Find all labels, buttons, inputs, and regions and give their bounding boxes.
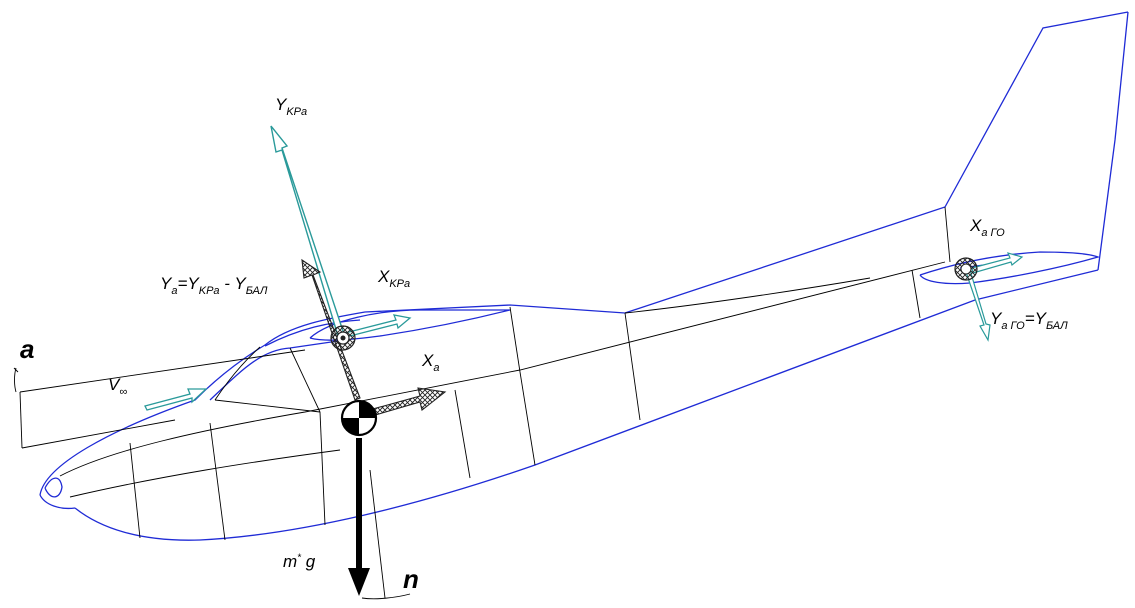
fin-trailing-edge [1097, 11, 1129, 271]
label-alpha: a [20, 334, 35, 364]
n-arc [361, 593, 411, 600]
label-y-kpa: YKPa [275, 95, 308, 118]
canopy-outline [209, 339, 346, 401]
center-of-gravity-symbol [340, 399, 378, 437]
v-inf-arrow [144, 388, 208, 411]
wing-ac-symbol [330, 325, 356, 351]
label-y-a-equation: Ya=YKPa - YБАЛ [160, 274, 268, 297]
label-x-a: Xa [422, 351, 440, 374]
label-x-a-go: Xa ГО [970, 216, 1005, 239]
stabilizer-airfoil [919, 251, 1101, 285]
y-kpa-arrow [270, 125, 345, 337]
fuselage-top-outline [39, 11, 1129, 496]
label-n: n [403, 564, 419, 594]
nose-outline [39, 494, 76, 510]
weight-arrow [348, 438, 370, 596]
flow-reference-line [19, 349, 306, 393]
nose-cap [44, 477, 63, 498]
y-a-hatched-arrow [301, 258, 361, 401]
alpha-arc [14, 367, 17, 393]
label-mg: m* g [283, 552, 316, 571]
label-x-kpa: XKPa [378, 267, 411, 290]
tail-force-arrows [954, 252, 1024, 342]
fuselage-structure [59, 206, 951, 541]
glider-outline [39, 11, 1129, 541]
label-y-a-go-equation: Ya ГО=YБАЛ [990, 309, 1068, 332]
fuselage-bottom-outline [74, 269, 1099, 541]
label-v-inf: V∞ [108, 375, 128, 398]
wing-airfoil [309, 309, 511, 341]
reference-lines [13, 349, 411, 600]
